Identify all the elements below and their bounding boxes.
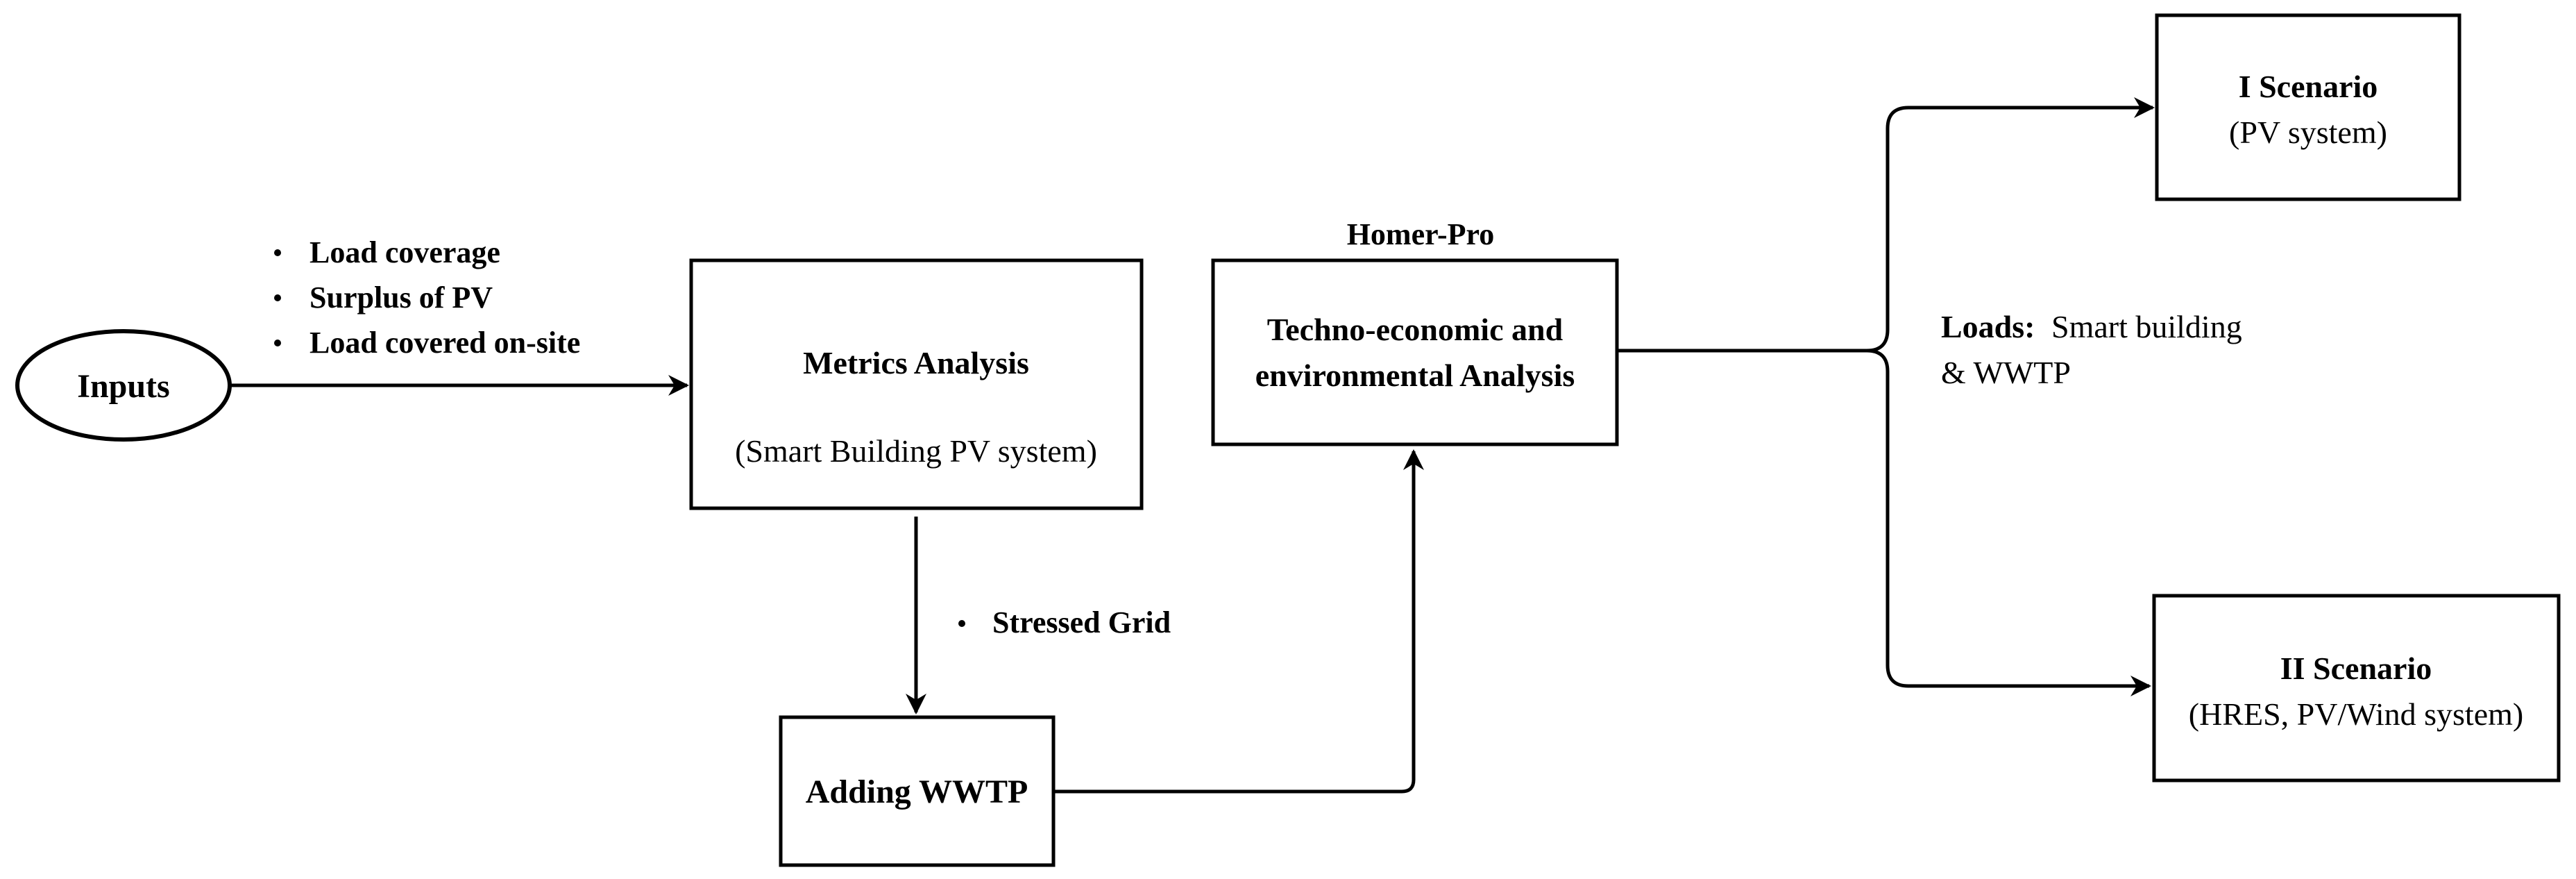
input-metric-item: Load covered on-site <box>310 326 580 360</box>
inputs-label: Inputs <box>77 368 169 405</box>
stressed-grid-label: Stressed Grid <box>958 605 1171 639</box>
scenario2-box <box>2152 594 2561 782</box>
arrow-wwtp-to-techno <box>1053 449 1424 794</box>
connector-split-to-bottom <box>1866 349 1890 372</box>
arrow-to-scenario1 <box>1886 97 2155 330</box>
adding-wwtp-node: Adding WWTP <box>779 715 1056 867</box>
bullet <box>274 249 281 256</box>
connector-techno-to-split <box>1617 329 1890 353</box>
techno-economic-box <box>1211 258 1619 446</box>
scenario2-subtitle: (HRES, PV/Wind system) <box>2189 696 2523 732</box>
bullet <box>958 620 965 627</box>
techno-economic-line2: environmental Analysis <box>1255 358 1575 393</box>
scenario1-node: I Scenario (PV system) <box>2155 13 2461 201</box>
loads-text-1: Smart building <box>2051 309 2242 344</box>
inputs-node: Inputs <box>15 329 232 442</box>
techno-economic-node: Techno-economic and environmental Analys… <box>1211 258 1619 446</box>
input-metrics-list: Load coverage Surplus of PV Load covered… <box>274 235 580 360</box>
scenario2-node: II Scenario (HRES, PV/Wind system) <box>2152 594 2561 782</box>
stressed-grid-text: Stressed Grid <box>992 605 1171 639</box>
metrics-analysis-node: Metrics Analysis (Smart Building PV syst… <box>689 258 1144 510</box>
metrics-analysis-title: Metrics Analysis <box>803 345 1029 380</box>
metrics-analysis-box <box>689 258 1144 510</box>
input-metric-item: Load coverage <box>310 235 500 269</box>
homer-pro-label: Homer-Pro <box>1347 217 1495 251</box>
loads-line2: & WWTP <box>1941 355 2071 390</box>
bullet <box>274 294 281 301</box>
loads-prefix: Loads: <box>1941 309 2035 344</box>
loads-label: Loads: Smart building & WWTP <box>1941 309 2242 390</box>
input-metric-item: Surplus of PV <box>310 281 493 315</box>
techno-economic-line1: Techno-economic and <box>1267 312 1564 347</box>
scenario1-subtitle: (PV system) <box>2229 115 2387 150</box>
arrow-to-scenario2 <box>1886 371 2151 696</box>
bullet <box>274 340 281 346</box>
scenario2-title: II Scenario <box>2280 651 2432 686</box>
adding-wwtp-label: Adding WWTP <box>806 773 1028 810</box>
adding-wwtp-box <box>779 715 1056 867</box>
scenario1-box <box>2155 13 2461 201</box>
loads-line1: Loads: Smart building <box>1941 309 2242 344</box>
scenario1-title: I Scenario <box>2239 69 2378 104</box>
metrics-analysis-subtitle: (Smart Building PV system) <box>735 433 1097 469</box>
